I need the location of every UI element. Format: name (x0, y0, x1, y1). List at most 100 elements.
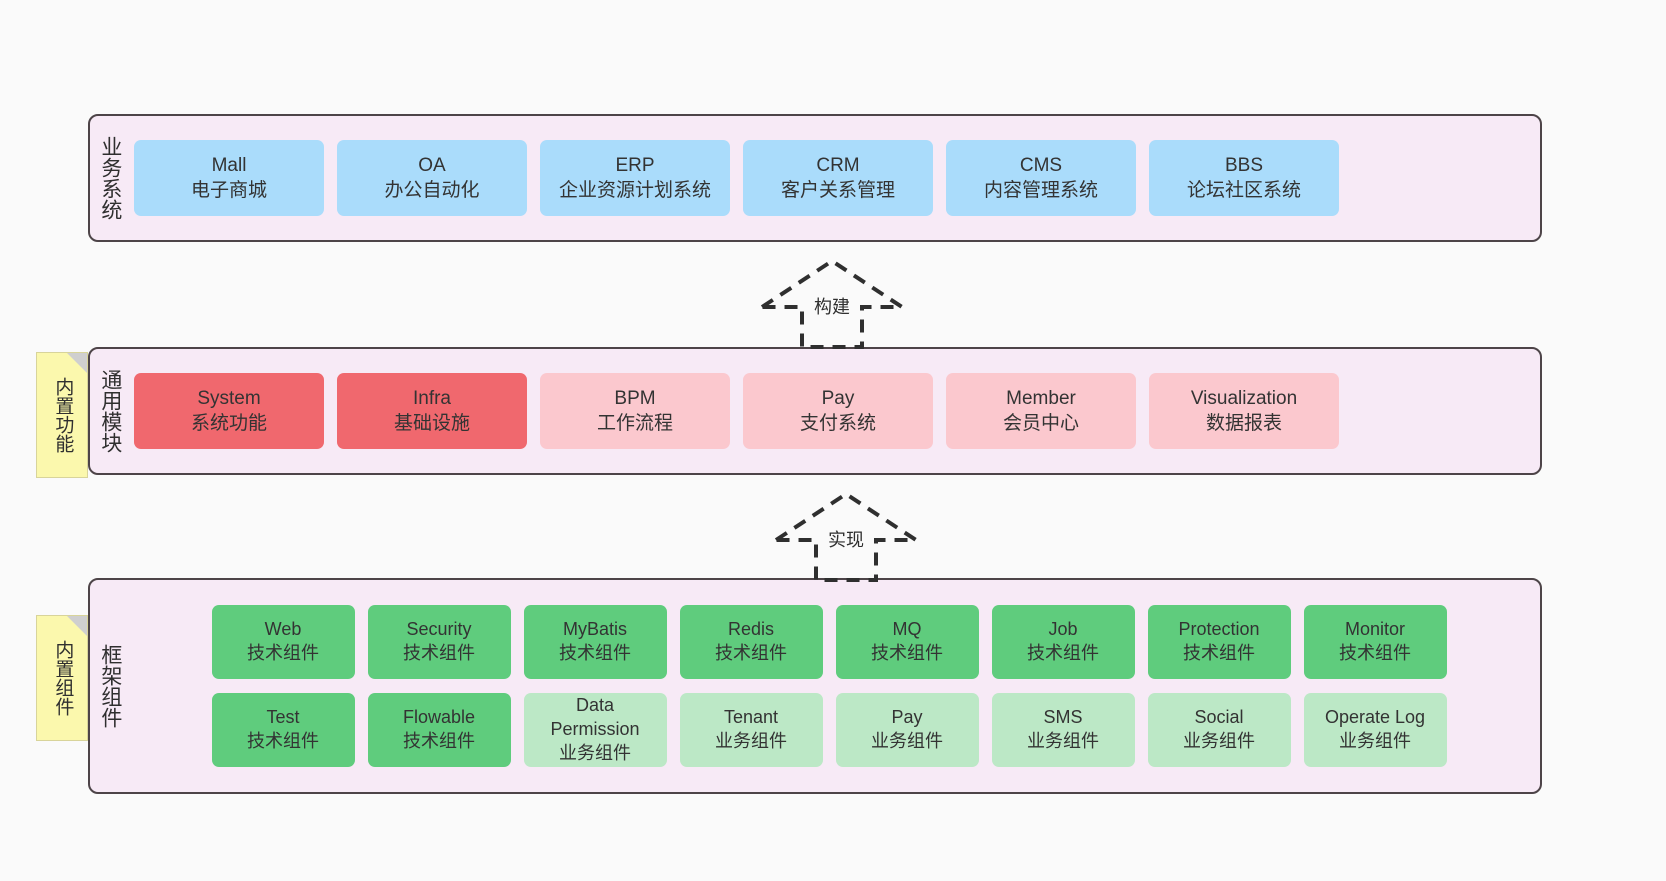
framework-component-cell[interactable]: Pay 业务组件 (835, 693, 979, 767)
cell-title: Web (264, 619, 302, 640)
cell-subtitle: 技术组件 (403, 643, 475, 663)
framework-component-cell[interactable]: Test 技术组件 (211, 693, 355, 767)
business-system-cell[interactable]: ERP 企业资源计划系统 (540, 140, 730, 216)
cell-title: Data Permission (550, 695, 640, 740)
note-builtin-features-label: 内置功能 (52, 377, 74, 453)
cell-subtitle: 技术组件 (247, 731, 319, 751)
cell-title: Social (1194, 707, 1244, 728)
framework-component-cell[interactable]: Social 业务组件 (1147, 693, 1291, 767)
cell-subtitle: 会员中心 (1002, 413, 1079, 434)
cell-title: CRM (816, 154, 860, 176)
cell-subtitle: 电子商城 (190, 180, 267, 201)
cell-subtitle: 内容管理系统 (983, 180, 1098, 201)
cell-title: Tenant (723, 707, 779, 728)
framework-component-cell[interactable]: Security 技术组件 (367, 605, 511, 679)
framework-component-cell[interactable]: Tenant 业务组件 (679, 693, 823, 767)
cell-subtitle: 业务组件 (871, 731, 943, 751)
cell-title: BBS (1224, 154, 1264, 176)
cell-title: Flowable (402, 707, 476, 728)
common-module-cell[interactable]: Infra 基础设施 (337, 373, 527, 449)
cell-subtitle: 业务组件 (559, 742, 631, 763)
cell-subtitle: 业务组件 (1183, 731, 1255, 751)
note-fold-icon (67, 616, 87, 636)
note-builtin-components-label: 内置组件 (52, 640, 74, 716)
cell-subtitle: 基础设施 (393, 413, 470, 434)
cell-subtitle: 工作流程 (596, 413, 673, 434)
layer-business-cells: Mall 电子商城 OA 办公自动化 ERP 企业资源计划系统 CRM 客户关系管理 CMS 内容… (130, 116, 1540, 240)
framework-component-cell[interactable]: MQ 技术组件 (835, 605, 979, 679)
framework-component-cell[interactable]: Job 技术组件 (991, 605, 1135, 679)
cell-title: Protection (1178, 619, 1260, 640)
cell-subtitle: 论坛社区系统 (1186, 180, 1301, 201)
note-fold-icon (67, 353, 87, 373)
cell-subtitle: 数据报表 (1205, 413, 1282, 434)
cell-title: Job (1048, 619, 1078, 640)
cell-title: OA (418, 154, 446, 176)
arrow-implement: 实现 (766, 488, 926, 582)
framework-component-cell[interactable]: Redis 技术组件 (679, 605, 823, 679)
common-module-cell[interactable]: BPM 工作流程 (540, 373, 730, 449)
cell-subtitle: 技术组件 (871, 643, 943, 663)
arrow-build-label: 构建 (814, 297, 850, 317)
business-system-cell[interactable]: Mall 电子商城 (134, 140, 324, 216)
framework-component-cell[interactable]: MyBatis 技术组件 (523, 605, 667, 679)
business-system-cell[interactable]: CMS 内容管理系统 (946, 140, 1136, 216)
cell-subtitle: 办公自动化 (384, 180, 480, 201)
business-system-cell[interactable]: CRM 客户关系管理 (743, 140, 933, 216)
cell-title: MQ (892, 619, 922, 640)
common-module-cell[interactable]: Member 会员中心 (946, 373, 1136, 449)
cell-title: Infra (412, 387, 452, 409)
common-module-cell[interactable]: Pay 支付系统 (743, 373, 933, 449)
business-system-cell[interactable]: OA 办公自动化 (337, 140, 527, 216)
cell-subtitle: 系统功能 (190, 413, 267, 434)
cell-title: MyBatis (562, 619, 627, 640)
cell-title: CMS (1019, 154, 1063, 176)
cell-title: Visualization (1190, 387, 1298, 409)
cell-subtitle: 客户关系管理 (780, 180, 895, 201)
layer-framework-label: 框架组件 (98, 644, 122, 728)
cell-title: Operate Log (1324, 707, 1426, 728)
cell-title: BPM (614, 387, 656, 409)
layer-common-label: 通用模块 (98, 369, 122, 453)
framework-component-cell[interactable]: Operate Log 业务组件 (1303, 693, 1447, 767)
cell-subtitle: 技术组件 (1027, 643, 1099, 663)
cell-subtitle: 企业资源计划系统 (558, 180, 711, 201)
cell-subtitle: 业务组件 (1027, 731, 1099, 751)
cell-subtitle: 支付系统 (799, 413, 876, 434)
cell-subtitle: 技术组件 (247, 643, 319, 663)
cell-title: Redis (727, 619, 775, 640)
cell-subtitle: 技术组件 (715, 643, 787, 663)
cell-title: Mall (211, 154, 247, 176)
cell-title: ERP (615, 154, 655, 176)
cell-title: Monitor (1344, 619, 1406, 640)
cell-title: Security (406, 619, 472, 640)
cell-subtitle: 业务组件 (1339, 731, 1411, 751)
arrow-implement-label: 实现 (828, 530, 864, 550)
cell-subtitle: 技术组件 (559, 643, 631, 663)
arrow-build: 构建 (752, 255, 912, 349)
framework-component-cell[interactable]: Web 技术组件 (211, 605, 355, 679)
framework-component-cell[interactable]: Flowable 技术组件 (367, 693, 511, 767)
business-system-cell[interactable]: BBS 论坛社区系统 (1149, 140, 1339, 216)
common-module-cell[interactable]: Visualization 数据报表 (1149, 373, 1339, 449)
cell-subtitle: 技术组件 (1339, 643, 1411, 663)
cell-title: Pay (821, 387, 855, 409)
cell-title: Member (1006, 387, 1076, 409)
cell-subtitle: 技术组件 (403, 731, 475, 751)
cell-title: Test (266, 707, 300, 728)
cell-subtitle: 业务组件 (715, 731, 787, 751)
framework-component-cell[interactable]: Monitor 技术组件 (1303, 605, 1447, 679)
note-builtin-features: 内置功能 (36, 352, 88, 478)
cell-title: Pay (891, 707, 923, 728)
